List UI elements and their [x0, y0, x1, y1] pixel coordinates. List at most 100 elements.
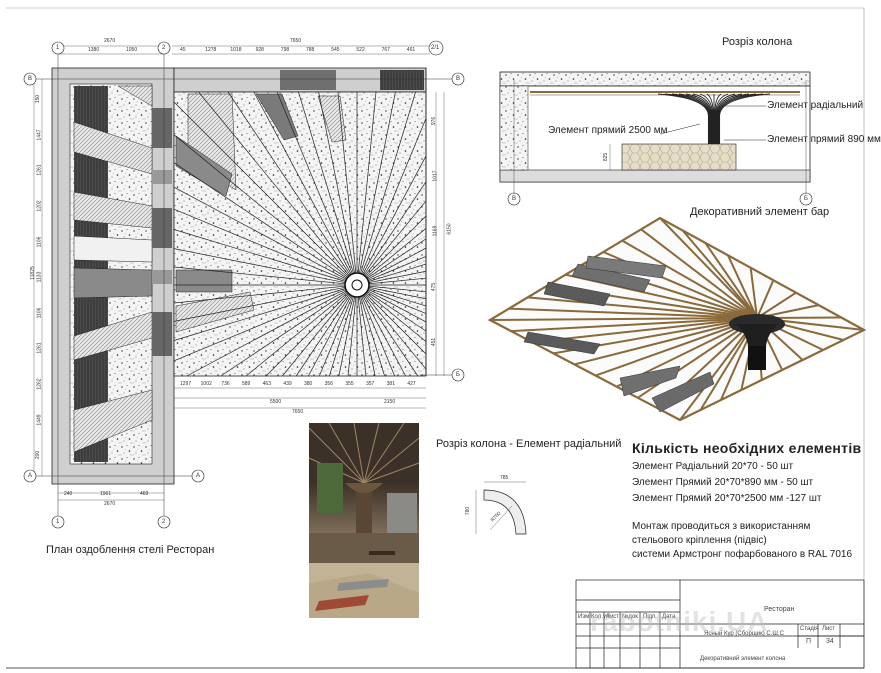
dim-bottom-right-part: 381 — [386, 381, 395, 387]
dim-section-height: 825 — [603, 152, 610, 162]
spec-note-line-1: Монтаж проводиться з використанням — [632, 521, 811, 532]
restaurant-photo — [308, 422, 420, 618]
dim-radial-height: 780 — [465, 506, 472, 516]
dim-bottom-right-sub-1: 5500 — [270, 399, 282, 405]
dim-top-right-part: 1018 — [230, 47, 242, 53]
iso-ray — [679, 317, 758, 421]
decor-bar-title: Декоративний элемент бар — [690, 206, 830, 218]
dim-bottom-right-part: 356 — [324, 381, 333, 387]
watermark: rabotniki.UA — [590, 606, 769, 637]
ceiling-ray — [173, 289, 347, 362]
dim-top-right-part: 522 — [356, 47, 365, 53]
iso-ray — [489, 317, 758, 321]
dim-bottom-left-part-1: 240 — [64, 491, 73, 497]
iso-ray — [659, 217, 758, 319]
ceiling-ray — [173, 134, 348, 278]
title-block — [575, 579, 865, 669]
grid-label-2-top: 2 — [162, 45, 166, 51]
ceiling-ray — [173, 288, 346, 341]
spec-item-radial: Элемент Радіальний 20*70 - 50 шт — [632, 461, 794, 472]
ceiling-ray — [173, 229, 346, 282]
ceiling-ray — [227, 91, 351, 276]
plan-dimension-lines — [33, 45, 445, 501]
ceiling-ray — [364, 200, 427, 276]
ceiling-ray — [308, 295, 352, 377]
section-column — [499, 71, 811, 194]
ceiling-ray — [282, 294, 350, 377]
dim-bottom-right-part: 1297 — [180, 381, 192, 387]
ceiling-ray — [366, 291, 427, 332]
dim-top-right-part: 928 — [255, 47, 264, 53]
plan-grid-axes — [30, 52, 460, 516]
dim-bottom-right-part: 357 — [366, 381, 375, 387]
tb-col-sign: Підп — [643, 614, 656, 620]
spec-heading: Кількість необхідних елементів — [632, 440, 862, 456]
ceiling-ray — [173, 186, 347, 280]
iso-ray — [527, 296, 758, 319]
dim-bottom-left-part-3: 469 — [140, 491, 149, 497]
ceiling-ray — [368, 286, 427, 300]
ceiling-ray — [357, 296, 367, 377]
iso-ray — [640, 228, 758, 319]
ceiling-ray — [362, 155, 427, 275]
dim-top-right-part: 1278 — [205, 47, 217, 53]
ceiling-ray — [173, 101, 349, 277]
tb-col-doc: №док — [622, 614, 638, 620]
ceiling-ray — [367, 256, 427, 281]
ceiling-ray — [357, 91, 377, 274]
ceiling-ray — [360, 91, 416, 274]
tb-sheet-number: 34 — [826, 638, 834, 645]
dim-top-right-part: 798 — [280, 47, 290, 53]
ceiling-ray — [366, 228, 427, 278]
ceiling-ray — [338, 296, 356, 377]
plan-main-ceiling — [173, 67, 427, 377]
radial-element-detail — [475, 481, 527, 535]
dim-left-part: 1261 — [36, 164, 43, 176]
ceiling-ray — [366, 292, 427, 342]
ceiling-ray — [253, 91, 352, 275]
dim-top-left-part-2: 1050 — [126, 47, 138, 53]
dim-top-right-part: 767 — [381, 47, 390, 53]
section-radial-title: Розріз колона - Елемент радіальний — [436, 438, 622, 450]
tb-col-kol: Кол.уч — [591, 614, 609, 620]
ceiling-ray — [364, 294, 427, 370]
spec-item-straight-890: Элемент Прямий 20*70*890 мм - 50 шт — [632, 477, 814, 488]
ceiling-ray — [358, 91, 396, 274]
dim-left-part: 1447 — [36, 129, 43, 141]
dim-right-part: 1017 — [432, 170, 439, 182]
dim-left-part: 200 — [35, 451, 42, 460]
ceiling-ray — [368, 270, 427, 284]
grid-label-2-1-top: 2/1 — [431, 45, 440, 51]
iso-ray — [704, 242, 758, 319]
grid-label-a-right: А — [196, 473, 201, 479]
tb-stage-header: Стадія — [800, 626, 819, 632]
iso-ray — [756, 291, 797, 319]
iso-ray — [574, 317, 758, 366]
ceiling-ray — [198, 91, 350, 276]
tb-col-date: Дата — [662, 614, 676, 620]
plan-left-strip — [51, 67, 175, 485]
grid-label-1-bottom: 1 — [56, 519, 60, 525]
iso-ray — [508, 307, 758, 319]
iso-ray — [595, 317, 758, 377]
dim-top-right-total: 7650 — [290, 38, 302, 44]
dim-bottom-right-part: 463 — [262, 381, 271, 387]
callout-straight-2500: Элемент прямий 2500 мм — [548, 125, 668, 136]
iso-ray — [621, 239, 758, 319]
grid-label-b-right: В — [456, 76, 461, 82]
grid-label-bb-section: Б — [804, 196, 808, 202]
section-column-title: Розріз колона — [722, 36, 793, 48]
dim-bottom-left-total: 2670 — [104, 501, 116, 507]
dim-left-part: 1106 — [36, 236, 43, 247]
dim-top-left-total: 2670 — [104, 38, 116, 44]
iso-ray — [532, 317, 758, 344]
ceiling-ray — [358, 296, 376, 377]
plan-title: План оздоблення стелі Ресторан — [46, 544, 215, 556]
ceiling-ray — [173, 248, 346, 284]
decor-bar-iso — [487, 216, 867, 422]
dim-bottom-right-part: 589 — [242, 381, 251, 387]
ceiling-ray — [186, 290, 347, 377]
dim-left-part: 150 — [35, 94, 42, 104]
ceiling-ray — [245, 292, 348, 377]
